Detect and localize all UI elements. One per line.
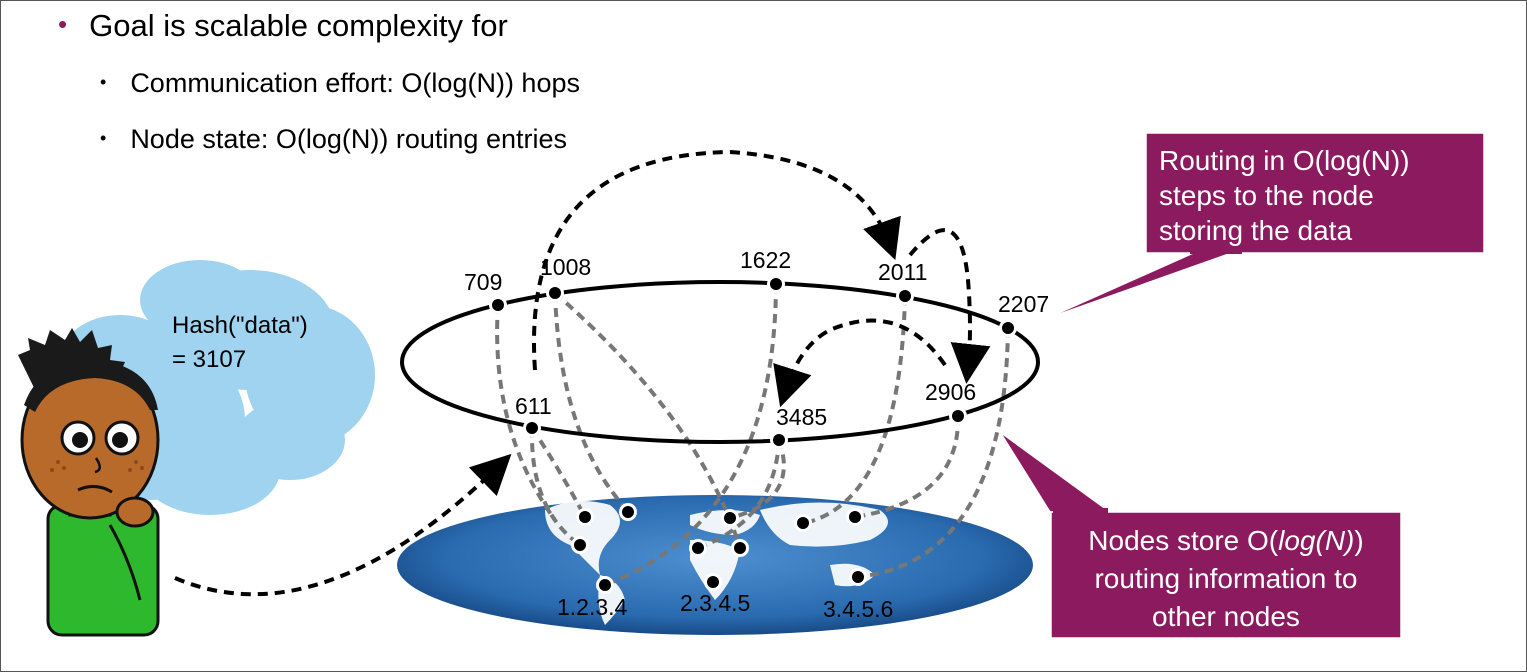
arrow-2011-to-2906 (908, 228, 991, 384)
node-3485 (770, 431, 788, 449)
thought-hash-line: Hash("data") (172, 312, 308, 339)
link-1008 (553, 292, 632, 515)
bullet-dot-icon: • (58, 9, 68, 39)
ip-label-3: 3.4.5.6 (823, 596, 893, 622)
link-2207 (857, 327, 1010, 579)
link-2011 (804, 295, 907, 525)
node-label-709: 709 (464, 269, 502, 295)
sub-bullet-1-text: Communication effort: O(log(N)) hops (130, 68, 580, 98)
callout-routing-line2: steps to the node (1159, 180, 1374, 211)
dht-ring (400, 280, 1040, 444)
callout-nodes-line1: Nodes store O(log(N)) (1088, 525, 1363, 556)
node-611 (523, 419, 541, 437)
node-709 (489, 296, 507, 314)
arrow-2906-to-3485 (773, 318, 947, 408)
ip-label-1: 1.2.3.4 (557, 594, 628, 620)
callout-nodes: Nodes store O(log(N)) routing informatio… (999, 431, 1402, 639)
main-bullet-text: Goal is scalable complexity for (89, 8, 508, 43)
node-2906 (949, 407, 967, 425)
link-611 (529, 427, 582, 547)
node-1008 (546, 284, 564, 302)
link-1622 (604, 283, 778, 587)
link-2906 (854, 415, 961, 519)
callout-nodes-line2: routing information to (1094, 563, 1357, 594)
thought-value-line: = 3107 (172, 346, 246, 373)
main-bullet: • Goal is scalable complexity for (58, 8, 508, 44)
node-2011 (896, 287, 914, 305)
link-3485 (697, 439, 781, 550)
routing-arrows (174, 149, 991, 597)
ip-label-2: 2.3.4.5 (680, 590, 750, 616)
callout-nodes-line3: other nodes (1152, 601, 1300, 632)
node-map-links (495, 283, 1010, 587)
callout-nodes-pointer (999, 431, 1113, 513)
node-label-611: 611 (515, 393, 552, 419)
node-label-1622: 1622 (740, 247, 791, 273)
sub-bullet-1: • Communication effort: O(log(N)) hops (100, 68, 580, 99)
link-709 (495, 304, 557, 522)
node-label-1008: 1008 (540, 254, 591, 280)
bullet-dot-icon: • (100, 128, 107, 148)
map-nodes (571, 503, 867, 594)
node-label-3485: 3485 (776, 404, 827, 430)
callout-routing-line1: Routing in O(log(N)) (1159, 145, 1410, 176)
ring-nodes (489, 275, 1017, 449)
arrow-611-to-2011 (532, 149, 901, 371)
sub-bullet-2: • Node state: O(log(N)) routing entries (100, 124, 567, 155)
sub-bullet-2-text: Node state: O(log(N)) routing entries (130, 124, 567, 154)
callout-routing-pointer (1042, 249, 1241, 321)
callout-routing-line3: storing the data (1159, 215, 1352, 246)
callout-routing: Routing in O(log(N)) steps to the node s… (1042, 132, 1485, 321)
bullet-dot-icon: • (100, 72, 107, 92)
world-map (397, 495, 1033, 635)
node-1622 (767, 275, 785, 293)
node-label-2906: 2906 (925, 379, 976, 405)
thinking-person (18, 328, 160, 637)
arrow-user-to-611 (174, 453, 512, 597)
node-label-2011: 2011 (878, 259, 927, 285)
node-label-2207: 2207 (998, 291, 1049, 317)
node-2207 (999, 319, 1017, 337)
